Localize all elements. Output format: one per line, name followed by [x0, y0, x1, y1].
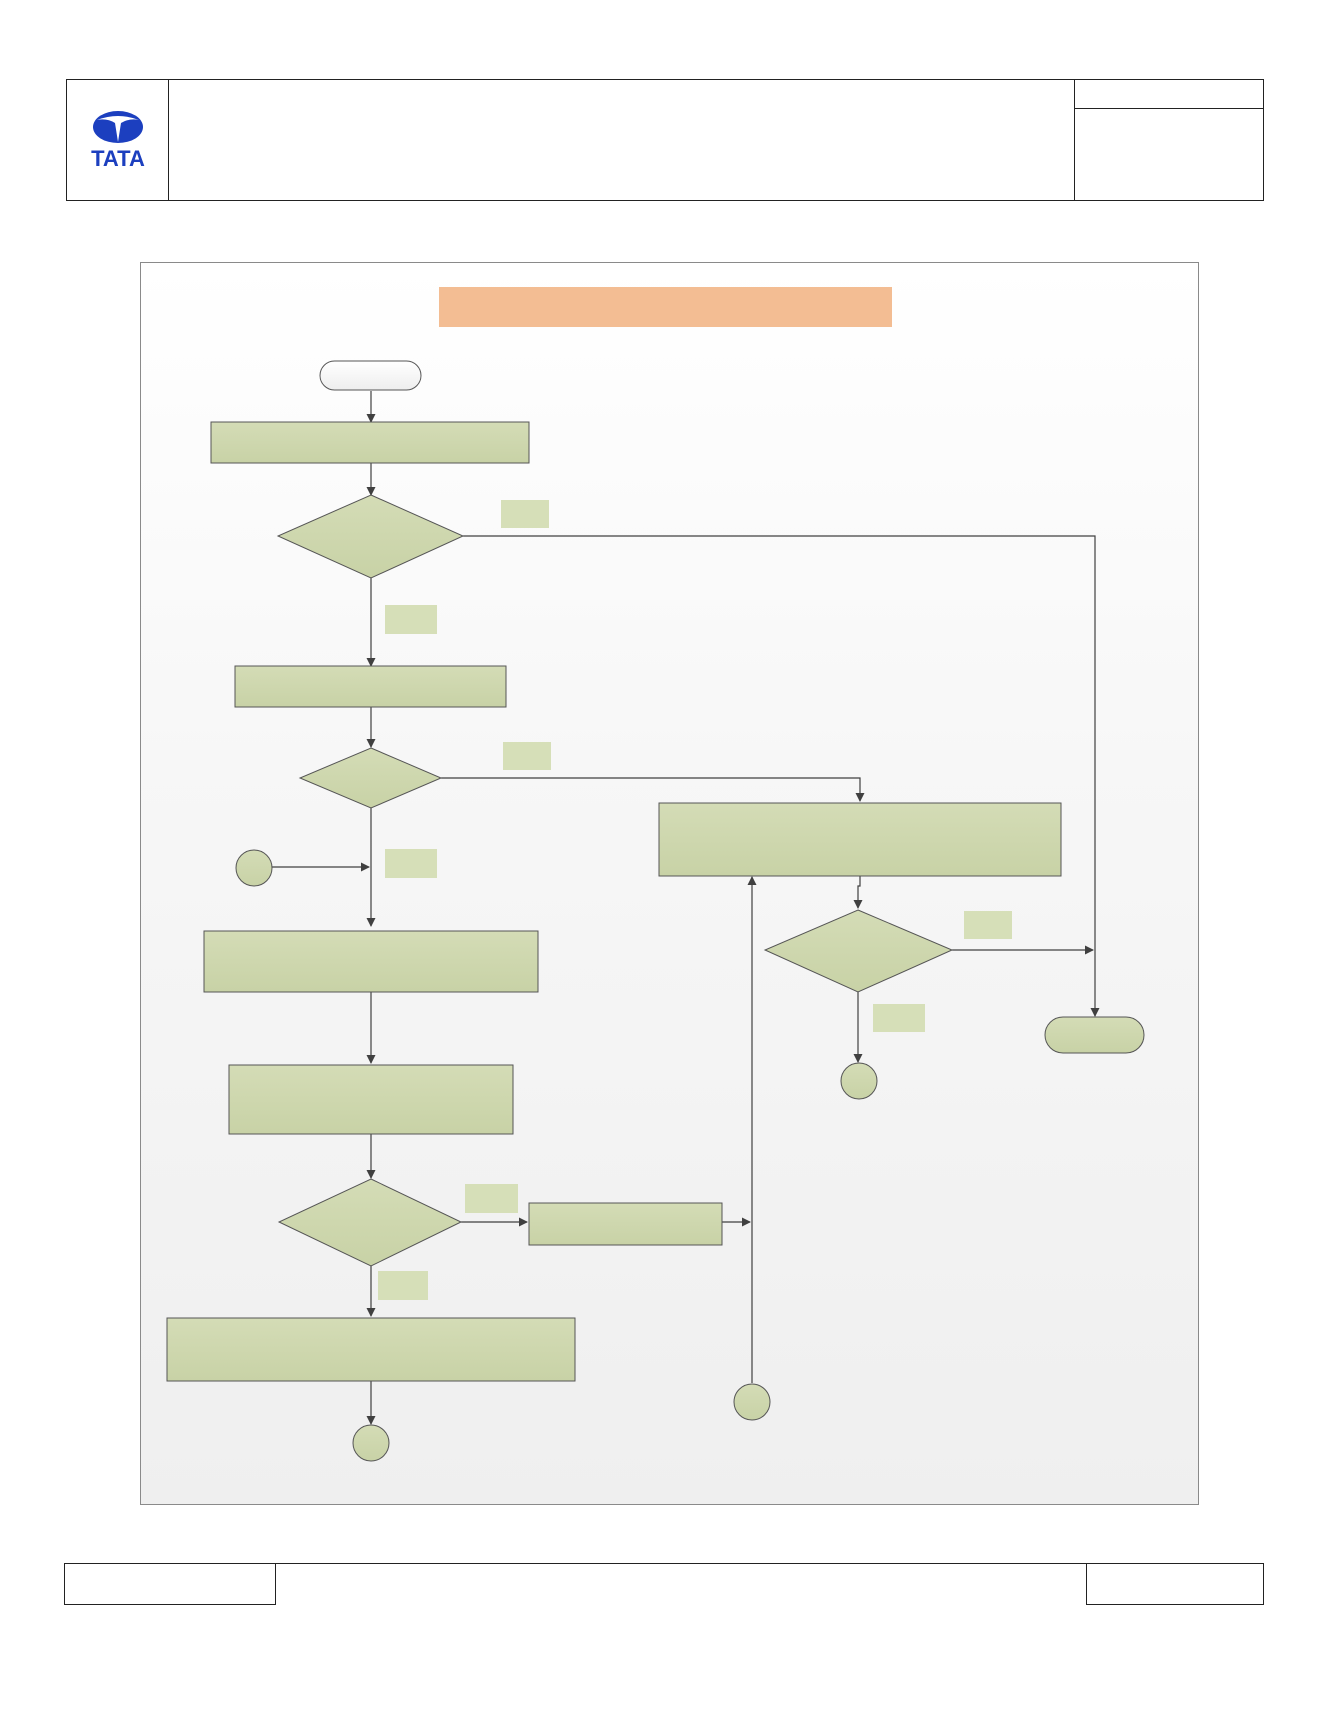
step-right-box — [658, 802, 1062, 877]
decision-4 — [763, 909, 954, 993]
connector-in-left — [235, 849, 273, 887]
end-terminator — [1044, 1016, 1145, 1054]
decision-3-yes-label — [378, 1271, 428, 1300]
flowchart-panel — [140, 262, 1199, 1505]
header-right-cell — [1074, 80, 1263, 200]
step-1-box — [210, 421, 530, 464]
connector-out-right — [840, 1062, 878, 1100]
decision-2-yes-label — [385, 849, 437, 878]
start-terminator — [319, 360, 422, 391]
step-side-box — [528, 1202, 723, 1246]
decision-3 — [277, 1178, 463, 1267]
decision-1-no-label — [501, 500, 549, 528]
decision-3-no-label — [465, 1184, 518, 1213]
decision-4-yes-label — [964, 911, 1012, 939]
connector-in-right — [733, 1383, 771, 1421]
header-title — [168, 80, 1075, 200]
tata-logo: TATA — [91, 111, 145, 171]
connector-out-bottom — [352, 1424, 390, 1462]
step-3-box — [203, 930, 539, 993]
header-right-top — [1074, 80, 1263, 109]
footer-middle-cell — [276, 1563, 1086, 1605]
step-4-box — [228, 1064, 514, 1135]
arrow-decision2-to-step-right — [441, 777, 865, 802]
arrow-step-right-to-decision4 — [853, 876, 863, 909]
logo-cell: TATA — [67, 80, 169, 200]
decision-2-no-label — [503, 742, 551, 770]
step-2-box — [234, 665, 507, 708]
step-5-box — [166, 1317, 576, 1382]
decision-1-yes-label — [385, 605, 437, 634]
footer-left-cell — [64, 1563, 276, 1605]
decision-2 — [298, 747, 443, 809]
decision-1 — [276, 494, 465, 579]
flow-lines — [272, 391, 1100, 1425]
document-header: TATA — [66, 79, 1264, 201]
footer-right-cell — [1086, 1563, 1264, 1605]
decision-4-no-label — [873, 1004, 925, 1032]
title-banner — [439, 287, 892, 327]
logo-text: TATA — [91, 146, 145, 171]
arrow-decision1-to-end — [463, 535, 1100, 1017]
